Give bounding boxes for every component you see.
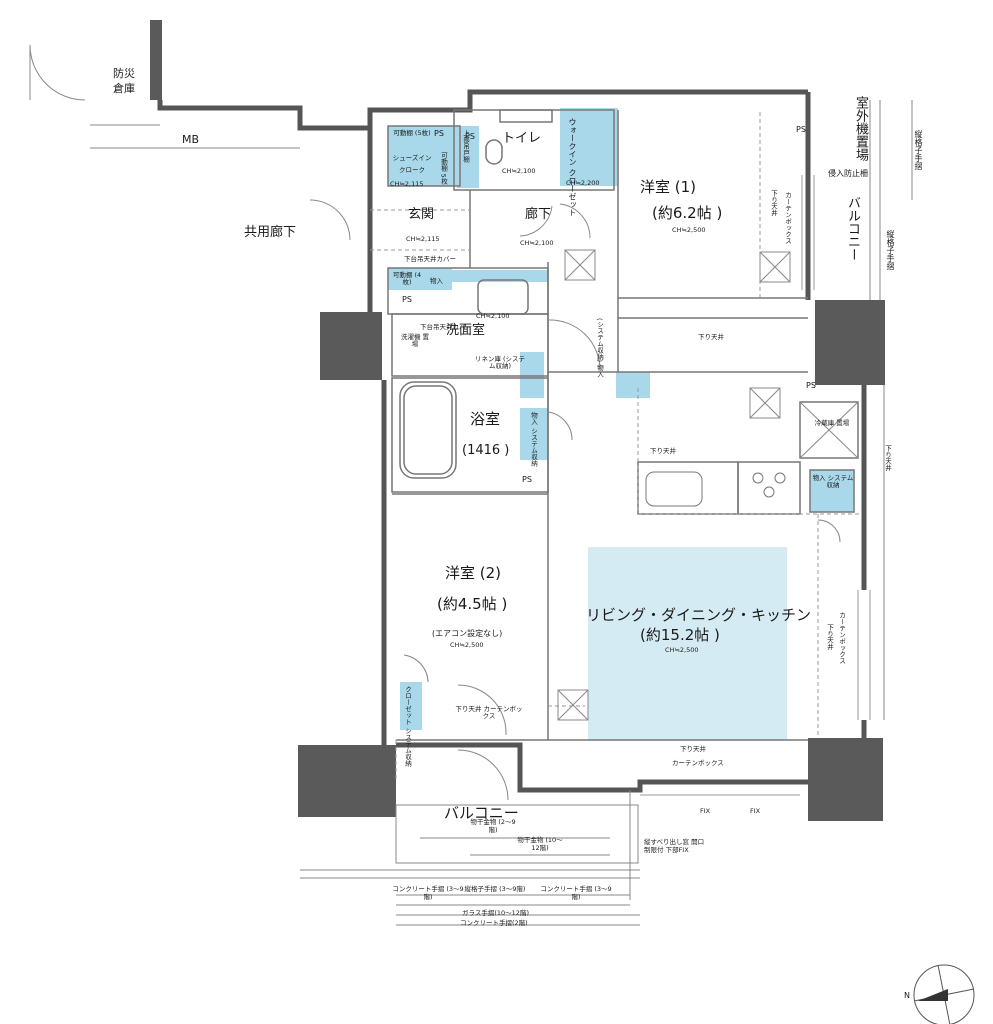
disaster-storage: 防災 倉庫	[113, 67, 135, 96]
upper-shelf-fill	[457, 126, 479, 188]
western2-size: (約4.5帖 )	[437, 595, 508, 613]
balcony-railings	[90, 100, 913, 926]
structure-columns	[150, 20, 885, 821]
ldk-ch: CH≒2,500	[665, 646, 699, 654]
laundry-place: 洗濯機 置場	[400, 333, 430, 348]
concrete-rail-2f: コンクリート手摺(2階)	[460, 919, 528, 927]
ps-label-2: PS	[402, 295, 412, 304]
walkin-closet-name: ウォークイン クローゼット	[568, 118, 577, 217]
toilet-name: トイレ	[502, 131, 542, 146]
washroom-upper-fill	[452, 270, 548, 282]
ps-label-5: PS	[806, 381, 816, 390]
ldk-name: リビング・ダイニング・キッチン	[586, 606, 812, 624]
shitaten-kitchen: 下り天井	[650, 447, 676, 455]
lattice-rail-top: 縦格子手摺	[914, 130, 923, 170]
western1-ch: CH≒2,500	[672, 226, 706, 234]
concrete-rail-3: コンクリート手摺 (3〜9階)	[540, 885, 612, 902]
monoire-entrance: 物入	[430, 277, 443, 285]
compass	[913, 964, 975, 1024]
washroom-ch: CH≒2,100	[476, 312, 510, 320]
shoe-closet-name: シューズイン クローク	[392, 154, 432, 175]
ps-label-3: PS	[522, 475, 532, 484]
ps-label-6: PS	[434, 129, 444, 138]
corridor-system-storage: (システム収納) 物入	[595, 318, 604, 378]
shitaten-bottom: 下り天井	[680, 745, 706, 753]
corridor-name: 廊下	[525, 207, 552, 222]
fridge-place: 冷蔵庫 置場	[814, 419, 850, 427]
western2-closet-fill	[400, 682, 422, 730]
laundry-pole-2: 物干金物 (10〜12階)	[517, 836, 563, 853]
western2-note: (エアコン設定なし)	[432, 629, 503, 638]
curtain-box-ldk: カーテンボックス	[837, 612, 846, 664]
fall-prevention: 侵入防止柵	[828, 169, 868, 178]
corridor-ch: CH≒2,100	[520, 239, 554, 247]
monoire-fill	[426, 268, 452, 290]
shoe-closet-shelf: 可動棚 (5枚)	[393, 129, 431, 137]
kitchen-storage-fill	[810, 470, 854, 512]
western2-name: 洋室 (2)	[445, 564, 502, 582]
window-note: 縦すべり出し窓 開口制限付 下部FIX	[644, 838, 705, 855]
mb-label: MB	[182, 133, 200, 146]
western1-name: 洋室 (1)	[640, 178, 697, 196]
corridor-storage-fill	[616, 372, 650, 398]
lattice-rail-2: 縦格子手摺 (3〜9階)	[464, 885, 526, 893]
shitaten-corridor: 下り天井	[698, 333, 724, 341]
curtain-box-bottom: カーテンボックス	[672, 759, 724, 767]
compass-north-label: N	[904, 991, 910, 1000]
shoe-closet-fill	[388, 126, 460, 186]
walkin-closet-ch: CH≒2,200	[566, 179, 600, 187]
bath-name: 浴室	[470, 410, 501, 428]
shitaten-curtain-w2: 下り天井 カーテンボックス	[455, 705, 523, 720]
light-blue-zones	[388, 108, 854, 740]
common-corridor: 共用廊下	[244, 225, 297, 240]
outdoor-unit: 室外機置場	[853, 96, 868, 161]
balcony-bottom: バルコニー	[444, 804, 519, 822]
door-swings	[29, 44, 841, 801]
ldk-highlight	[588, 547, 787, 740]
kitchen-storage: 物入 システム収納	[812, 474, 854, 489]
window-marks	[640, 175, 871, 796]
bath-storage: 物入 システム収納	[529, 412, 538, 467]
walkin-closet-fill	[560, 108, 618, 186]
glass-rail: ガラス手摺(10〜12階)	[462, 909, 529, 917]
western1-size: (約6.2帖 )	[652, 204, 723, 222]
toilet-ch: CH≒2,100	[502, 167, 536, 175]
interior-walls	[387, 109, 859, 741]
fix-label-2: FIX	[750, 807, 761, 815]
ceiling-board-entrance: 下台吊天井カバー	[404, 255, 456, 263]
shelf4-fill	[388, 268, 426, 290]
entrance-ch: CH≒2,115	[406, 235, 440, 243]
western2-ch: CH≒2,500	[450, 641, 484, 649]
ldk-size: (約15.2帖 )	[640, 626, 720, 644]
concrete-rail-1: コンクリート手摺 (3〜9階)	[392, 885, 464, 902]
ps-label-4: PS	[796, 125, 806, 134]
bath-storage-fill	[520, 408, 548, 460]
western2-closet: クローゼット システム収納	[403, 686, 412, 767]
fix-label-1: FIX	[700, 807, 711, 815]
shitaten-right: 下り天井	[883, 445, 892, 471]
shitaten-w1: 下り天井	[769, 190, 778, 216]
upper-shelf: 上部吊戸棚	[461, 130, 470, 163]
kitchen-fixtures	[645, 471, 786, 507]
linen-fill	[520, 352, 544, 398]
balcony-vertical: バルコニー	[845, 196, 860, 261]
curtain-box-w1: カーテンボックス	[783, 192, 792, 244]
ps-label-1: PS	[465, 132, 475, 141]
laundry-pole-1: 物干金物 (2〜9階)	[470, 818, 516, 835]
ceiling-board-washroom: 下台吊天井カバー	[420, 323, 472, 331]
shitaten-ldk: 下り天井	[825, 624, 834, 650]
exterior-walls	[157, 89, 867, 793]
linen-storage: リネン庫 (システム収納)	[474, 355, 526, 370]
washroom-name: 洗面室	[446, 323, 486, 338]
shelf5-vertical: 可動棚 5枚	[439, 152, 448, 185]
shoe-closet-ch: CH≒2,115	[390, 180, 424, 188]
entrance-name: 玄関	[408, 207, 435, 222]
ceiling-cross-marks	[557, 249, 859, 721]
shelf4: 可動棚 (4枚)	[392, 271, 422, 286]
bath-size: (1416 )	[462, 443, 510, 458]
lattice-rail-side: 縦格子手摺	[886, 230, 895, 270]
